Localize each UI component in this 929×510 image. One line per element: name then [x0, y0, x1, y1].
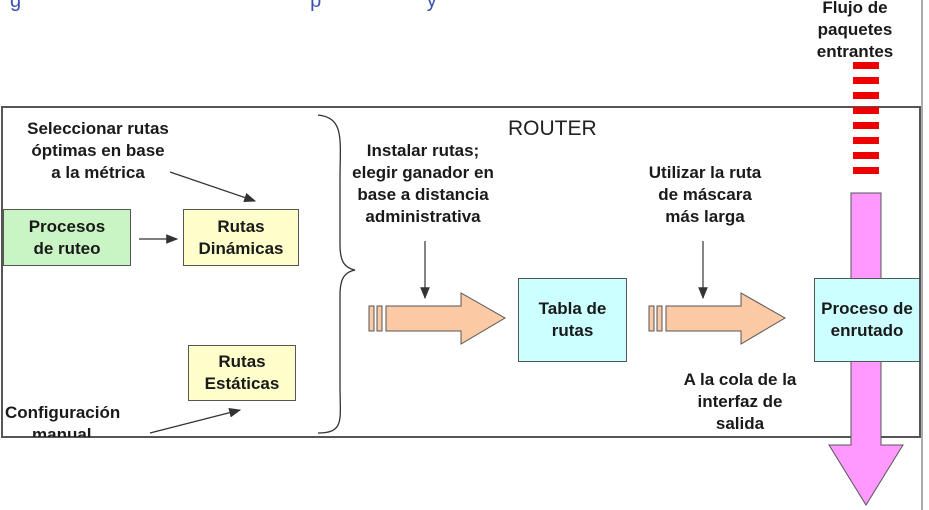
packet [853, 62, 879, 69]
install-routes-label: Instalar rutas; elegir ganador en base a… [352, 141, 494, 226]
select-routes-label: Seleccionar rutas óptimas en base a la m… [27, 119, 169, 182]
manual-config-label: Configuración manual [5, 403, 121, 437]
longest-mask-label: Utilizar la ruta de máscara más larga [648, 163, 762, 226]
packet [853, 92, 879, 99]
packet [853, 122, 879, 129]
router-frame [1, 106, 921, 438]
packet [853, 77, 879, 84]
grouping-brace [317, 114, 356, 434]
output-queue-label: A la cola de la interfaz de salida [683, 370, 797, 433]
incoming-flow-label: Flujo de paquetes entrantes [816, 0, 894, 61]
arrow-select-to-dynamic [169, 171, 257, 203]
packet [853, 107, 879, 114]
install-arrow [368, 292, 506, 345]
packet [853, 152, 879, 159]
packet [853, 167, 879, 174]
router-title: ROUTER [508, 117, 597, 140]
lookup-arrow [648, 292, 786, 345]
packet [853, 137, 879, 144]
incoming-packets [853, 62, 879, 174]
arrow-config-to-static [149, 408, 242, 434]
top-caption: g p y [10, 0, 437, 12]
